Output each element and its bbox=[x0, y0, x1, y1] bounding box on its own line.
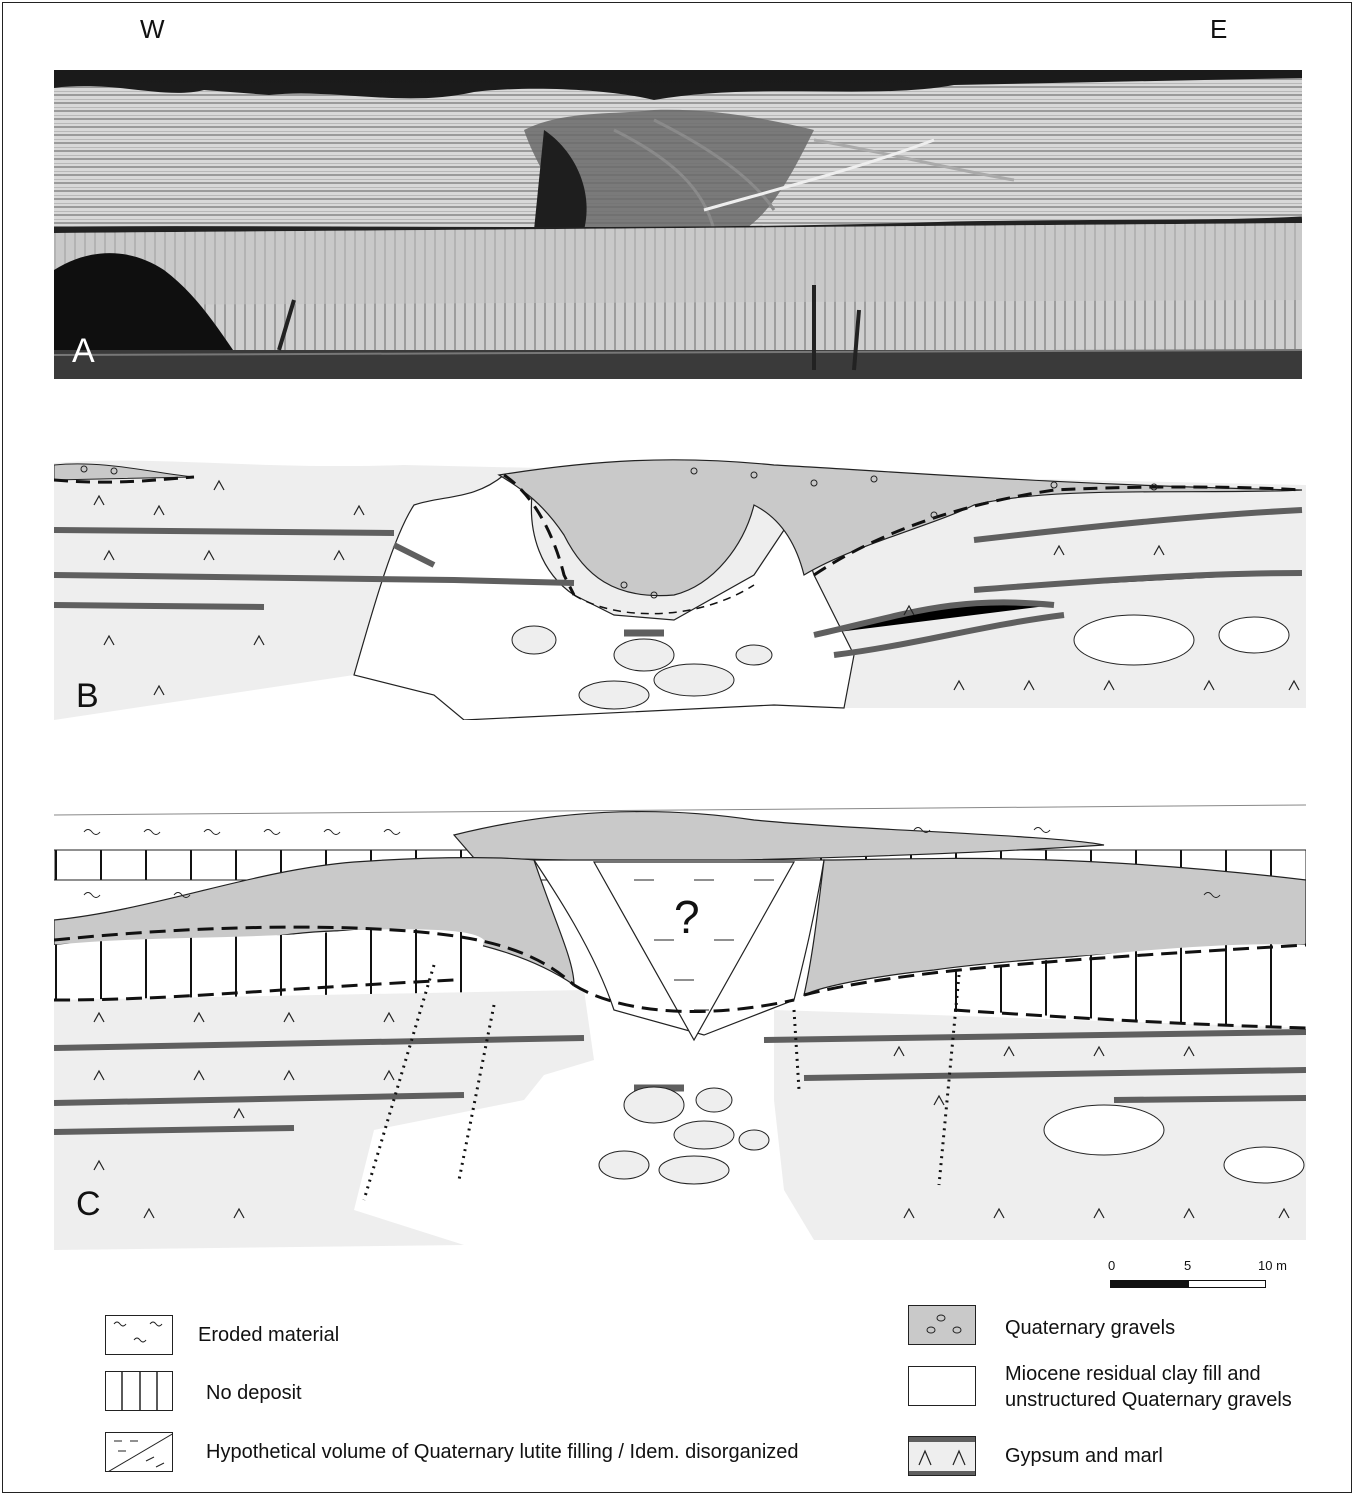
panel-b-drawing bbox=[54, 455, 1306, 720]
panel-a-photograph: A bbox=[54, 70, 1302, 379]
scale-tick-0: 0 bbox=[1108, 1258, 1115, 1273]
legend-label-miocene-2: unstructured Quaternary gravels bbox=[1005, 1388, 1292, 1413]
legend-swatch-eroded bbox=[105, 1315, 173, 1355]
legend-label-gravels: Quaternary gravels bbox=[1005, 1316, 1175, 1341]
panel-b-interpretation: B bbox=[54, 455, 1306, 720]
scale-black-segment bbox=[1110, 1280, 1188, 1288]
legend-swatch-miocene bbox=[908, 1366, 976, 1406]
panel-c-drawing bbox=[54, 800, 1306, 1250]
legend-swatch-no-deposit bbox=[105, 1371, 173, 1411]
legend-swatch-lutite bbox=[105, 1432, 173, 1472]
scale-tick-10: 10 m bbox=[1258, 1258, 1287, 1273]
scale-white-segment bbox=[1188, 1280, 1266, 1288]
legend-label-gypsum: Gypsum and marl bbox=[1005, 1444, 1163, 1469]
scale-bar: 0 5 10 m bbox=[1100, 1258, 1300, 1298]
west-label: W bbox=[140, 14, 165, 45]
legend-label-lutite: Hypothetical volume of Quaternary lutite… bbox=[206, 1440, 799, 1465]
panel-b-letter: B bbox=[76, 677, 99, 716]
legend-label-eroded: Eroded material bbox=[198, 1323, 339, 1348]
question-mark-label: ? bbox=[674, 890, 700, 944]
legend-swatch-gypsum bbox=[908, 1436, 976, 1476]
legend-label-no-deposit: No deposit bbox=[206, 1381, 302, 1406]
east-label: E bbox=[1210, 14, 1227, 45]
outcrop-photo bbox=[54, 70, 1302, 379]
legend-label-miocene-1: Miocene residual clay fill and bbox=[1005, 1362, 1261, 1387]
scale-tick-5: 5 bbox=[1184, 1258, 1191, 1273]
legend-swatch-gravels bbox=[908, 1305, 976, 1345]
panel-c-letter: C bbox=[76, 1185, 101, 1224]
panel-c-reconstruction: ? C bbox=[54, 800, 1306, 1250]
panel-a-letter: A bbox=[72, 332, 95, 371]
